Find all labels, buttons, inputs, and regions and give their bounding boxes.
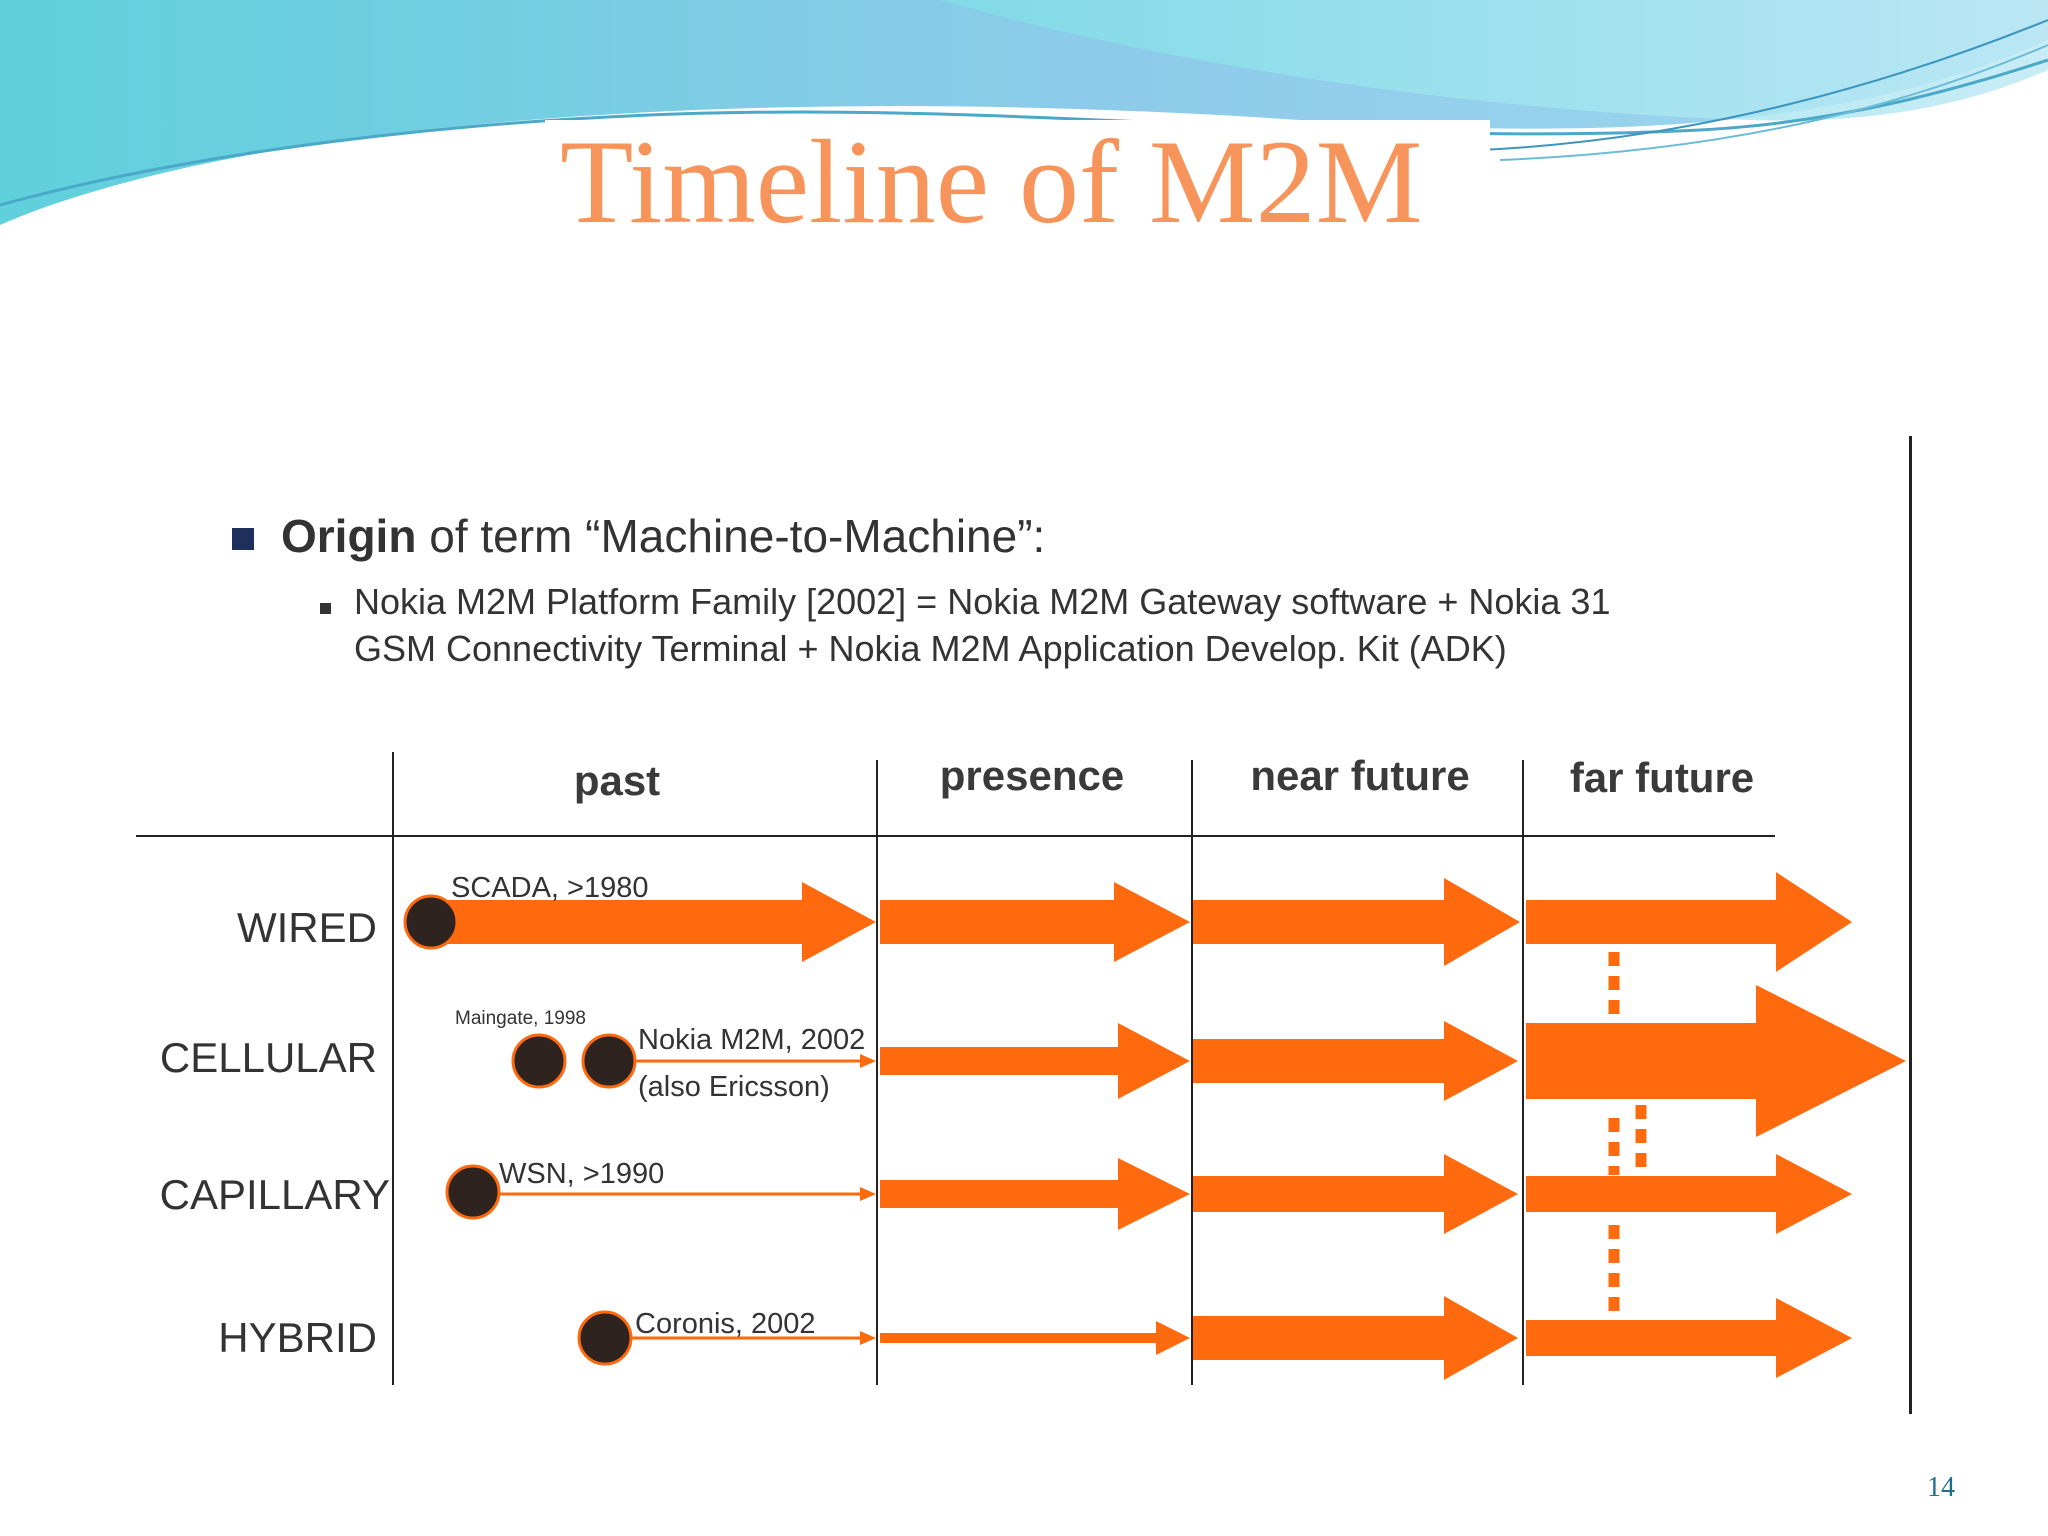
capillary-far-future-arrow [1526, 1154, 1852, 1234]
wired-presence-arrow [880, 882, 1190, 962]
cellular-milestone-dot-2 [581, 1033, 637, 1089]
hybrid-milestone-label: Coronis, 2002 [635, 1308, 816, 1340]
hybrid-past-arrow-head [860, 1331, 876, 1345]
capillary-near-future-arrow [1193, 1154, 1518, 1234]
cellular-near-future-arrow [1193, 1021, 1518, 1101]
wired-near-future-arrow [1193, 878, 1520, 966]
bullet-detail: Nokia M2M Platform Family [2002] = Nokia… [354, 578, 1784, 672]
cellular-milestone-dot-1 [511, 1033, 567, 1089]
small-square-bullet-icon [320, 603, 331, 614]
bullet-origin: Origin of term “Machine-to-Machine”: [281, 508, 1045, 564]
capillary-milestone-label: WSN, >1990 [499, 1158, 664, 1190]
title-backdrop [545, 120, 1490, 255]
row-label-cellular: CELLULAR [160, 1034, 377, 1081]
hybrid-far-future-arrow [1526, 1298, 1852, 1378]
cellular-far-future-arrow [1526, 985, 1906, 1137]
bullet-origin-bold: Origin [281, 510, 417, 562]
period-header-3: near future [1250, 752, 1469, 799]
hybrid-presence-arrow-shaft [880, 1333, 1156, 1343]
capillary-past-arrow-head [860, 1187, 876, 1201]
wired-milestone-dot [403, 894, 459, 950]
hybrid-presence-arrow-head [1156, 1321, 1190, 1355]
bullet-origin-text: of term “Machine-to-Machine”: [416, 510, 1046, 562]
wired-past-arrow [430, 882, 876, 962]
wired-milestone-label: SCADA, >1980 [451, 872, 648, 904]
cellular-past-arrow-head [860, 1054, 876, 1068]
cellular-milestone-label-2: Nokia M2M, 2002 [638, 1024, 865, 1056]
bullet-detail-line-1: Nokia M2M Platform Family [2002] = Nokia… [354, 581, 1611, 622]
page-number: 14 [1927, 1472, 1955, 1503]
cellular-milestone-label-3: (also Ericsson) [638, 1071, 830, 1103]
row-label-wired: WIRED [237, 904, 377, 951]
period-header-2: presence [940, 752, 1124, 799]
square-bullet-icon [232, 528, 254, 550]
capillary-milestone-dot [445, 1164, 501, 1220]
slide-title: Timeline of M2M [560, 115, 1423, 248]
capillary-presence-arrow [880, 1158, 1190, 1230]
cellular-milestone-label-1: Maingate, 1998 [455, 1008, 586, 1029]
period-header-4: far future [1570, 754, 1754, 801]
wired-far-future-arrow [1526, 872, 1852, 972]
bullet-detail-line-2: GSM Connectivity Terminal + Nokia M2M Ap… [354, 628, 1507, 669]
panel-right-rule [1909, 436, 1912, 1414]
hybrid-near-future-arrow [1193, 1296, 1518, 1380]
hybrid-milestone-dot [577, 1310, 633, 1366]
cellular-presence-arrow [880, 1023, 1190, 1099]
row-label-capillary: CAPILLARY [160, 1171, 390, 1218]
row-label-hybrid: HYBRID [218, 1314, 377, 1361]
period-header-1: past [574, 757, 660, 804]
